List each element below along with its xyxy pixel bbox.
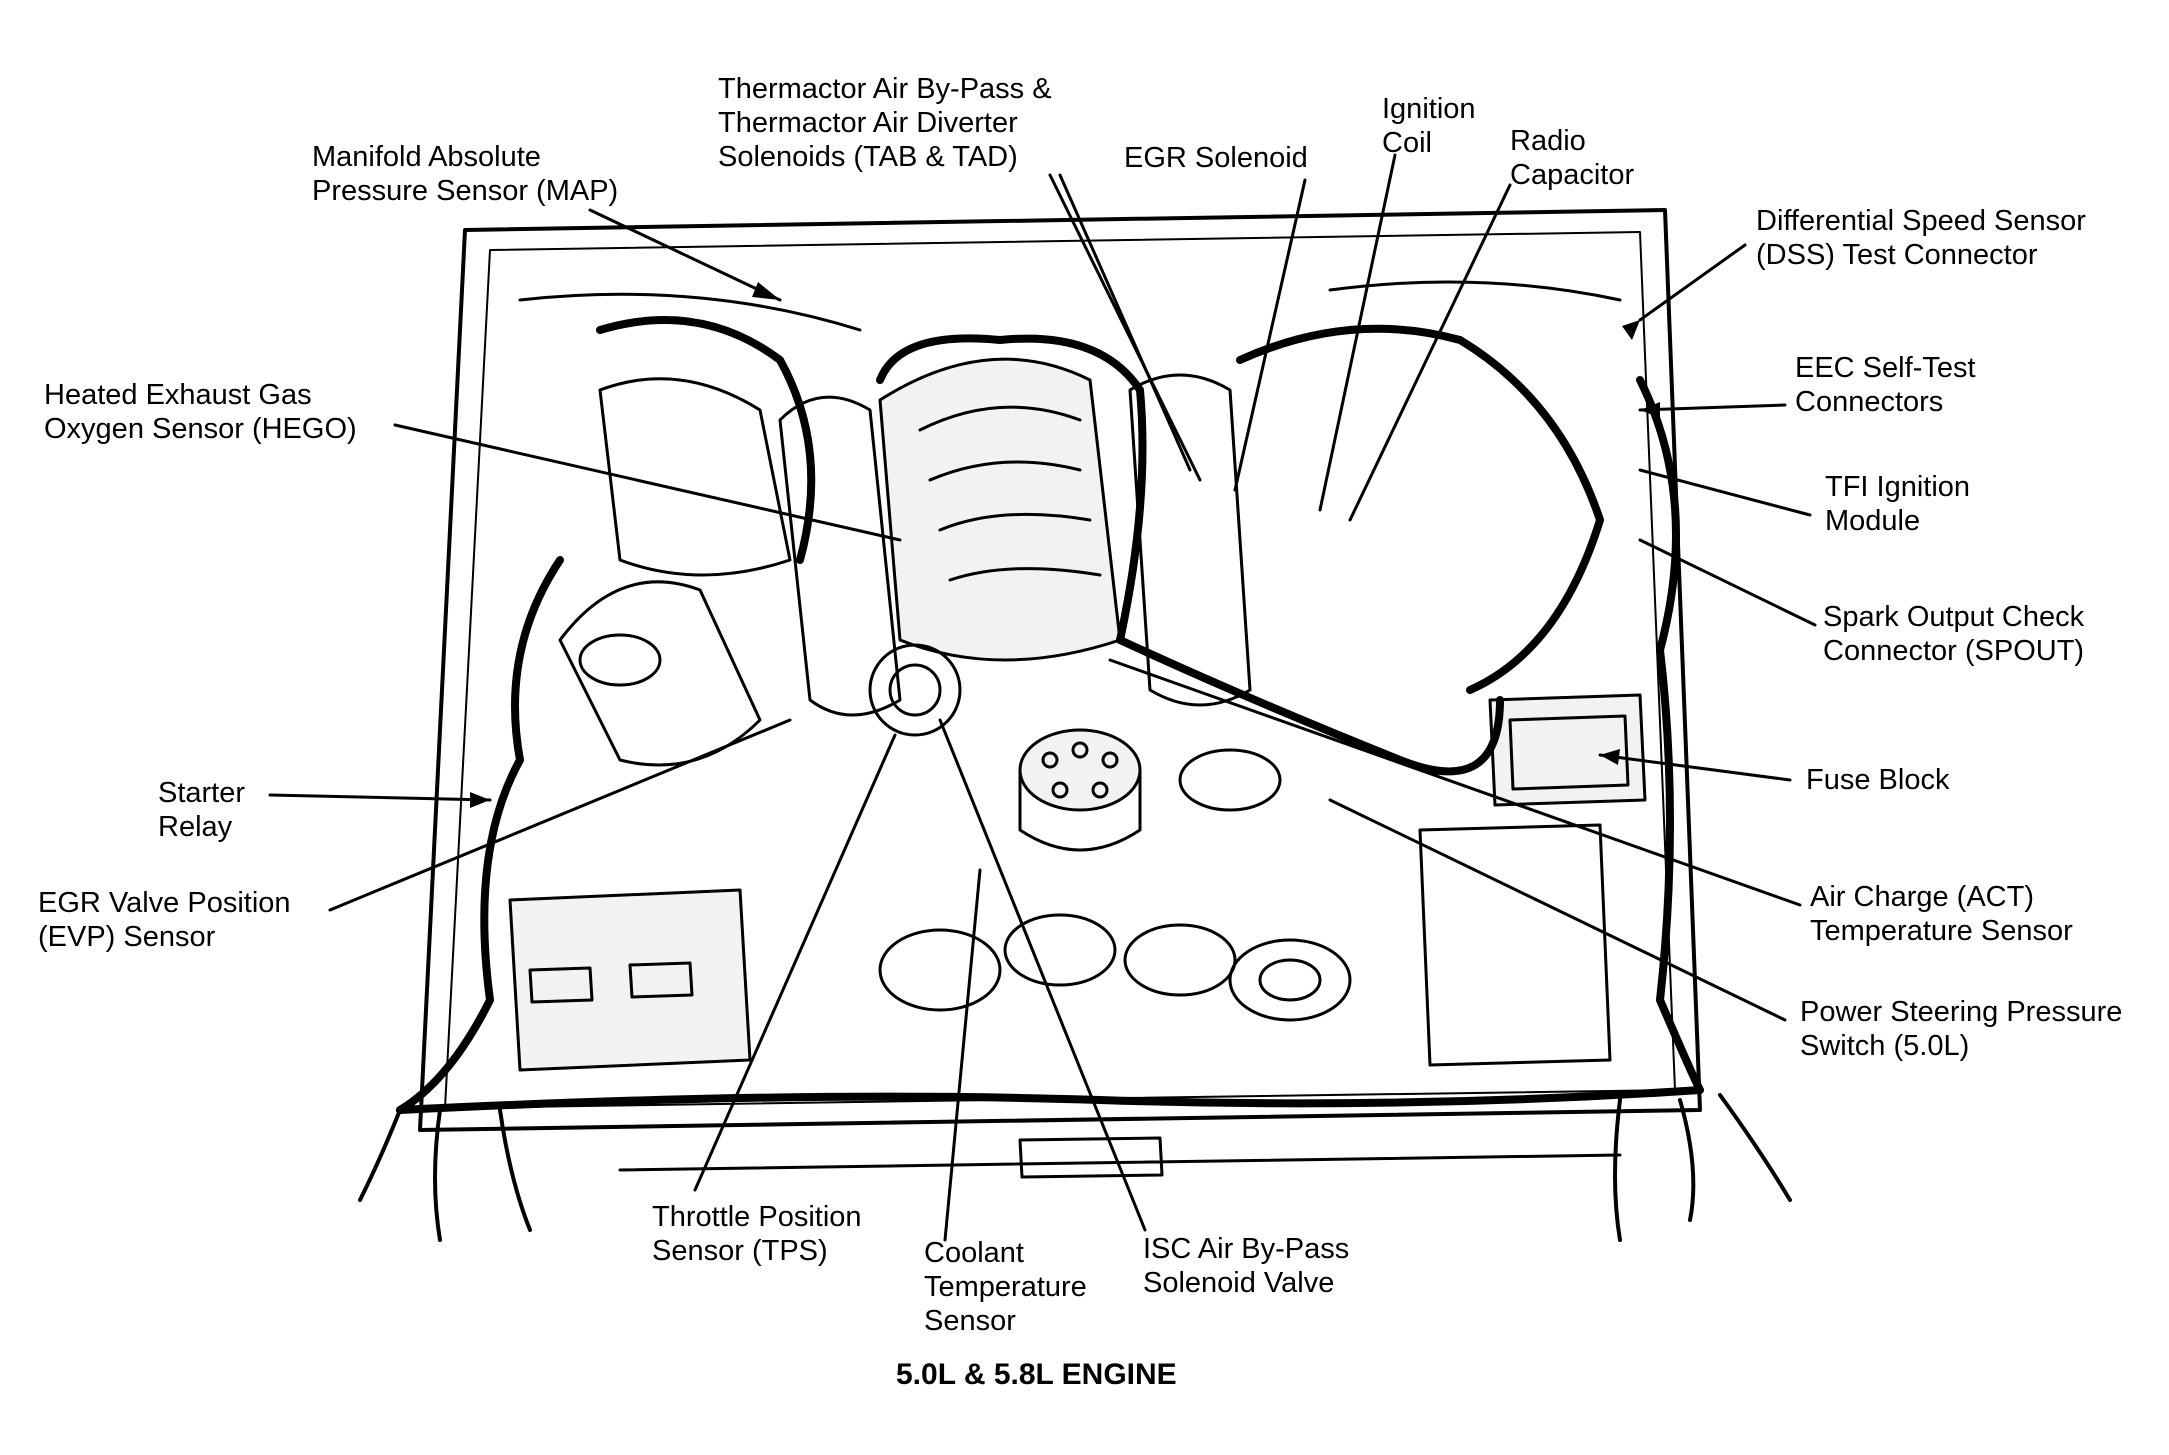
coolant-reservoir [1418,823,1612,1067]
leader-hego [393,423,902,542]
label-fuse-block: Fuse Block [1806,764,1950,796]
right-valve-cover [1128,373,1252,707]
label-evp-sensor: EGR Valve Position (EVP) Sensor [38,887,291,953]
leader-coolant [943,868,982,1242]
label-map: Manifold Absolute Pressure Sensor (MAP) [312,141,619,207]
label-ps-switch: Power Steering Pressure Switch (5.0L) [1800,996,2123,1062]
distributor [1018,728,1142,852]
left-valve-cover [778,395,902,717]
leader-act [1108,658,1802,907]
leader-fuse-block [1598,753,1792,782]
leader-eec [1638,403,1787,412]
label-thermactor-solenoids: Thermactor Air By-Pass & Thermactor Air … [718,73,1052,173]
label-eec-self-test: EEC Self-Test Connectors [1795,352,1976,418]
leader-evp [328,718,792,912]
front-crossmember [618,1136,1622,1179]
label-radio-capacitor: Radio Capacitor [1510,125,1635,191]
throttle-body [868,643,962,737]
label-hego: Heated Exhaust Gas Oxygen Sensor (HEGO) [44,379,357,445]
label-act-sensor: Air Charge (ACT) Temperature Sensor [1810,881,2073,947]
leader-radio-capacitor [1348,183,1512,522]
air-cleaner [558,377,792,767]
leader-thermactor-1 [1048,173,1202,482]
engine-bay-outline [418,208,1702,1132]
label-starter-relay: Starter Relay [158,777,246,843]
diagram-caption: 5.0L & 5.8L ENGINE [896,1358,1177,1391]
leader-map [588,208,782,302]
label-dss: Differential Speed Sensor (DSS) Test Con… [1756,205,2086,271]
intake-manifold [878,357,1122,662]
leader-tps [693,733,897,1192]
label-tfi-module: TFI Ignition Module [1825,471,1971,537]
label-coolant-sensor: Coolant Temperature Sensor [924,1237,1087,1337]
fuse-block [1488,693,1647,807]
leader-starter-relay [268,793,492,802]
leader-spout [1638,538,1817,627]
leader-isc [938,718,1147,1232]
label-spout: Spark Output Check Connector (SPOUT) [1823,601,2085,667]
label-ignition-coil: Ignition Coil [1382,93,1476,159]
battery [508,888,752,1072]
pulleys [878,748,1352,1022]
label-egr-solenoid: EGR Solenoid [1124,142,1308,174]
leader-thermactor-2 [1058,173,1192,472]
label-tps: Throttle Position Sensor (TPS) [652,1201,862,1267]
leader-ignition-coil [1318,153,1397,512]
leader-tfi [1638,468,1812,517]
wiring-harness [396,316,1704,1114]
leader-egr-solenoid [1233,178,1307,492]
leader-dss [1638,243,1747,322]
leader-ps-switch [1328,798,1787,1022]
label-isc-solenoid: ISC Air By-Pass Solenoid Valve [1143,1233,1350,1299]
